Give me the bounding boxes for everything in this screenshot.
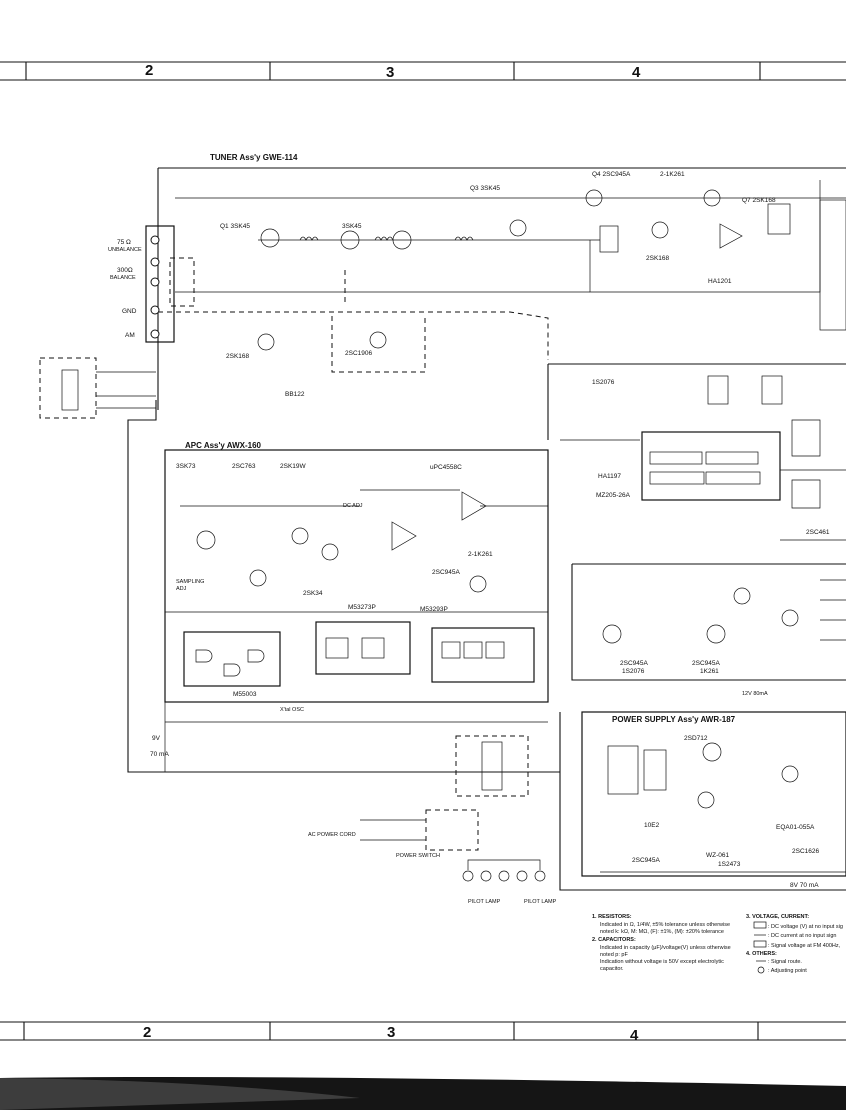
note-3-title: 3. VOLTAGE, CURRENT: <box>746 914 809 920</box>
mid-1k261-label: 1K261 <box>700 668 719 675</box>
ps-2sc945a-label: 2SC945A <box>632 857 660 864</box>
note-4a: : Signal route. <box>768 959 802 965</box>
tuner-d1-label: 2-1K261 <box>660 171 685 178</box>
note-1a: Indicated in Ω, 1/4W, ±5% tolerance unle… <box>600 922 730 928</box>
note-3b: : DC current at no input sign <box>768 933 836 939</box>
supply-9v-label: 9V <box>152 735 161 742</box>
tuner-q1-label: Q1 3SK45 <box>220 223 250 230</box>
antenna-terminal-strip <box>145 225 175 343</box>
apc-block-border <box>164 449 549 703</box>
apc-sampling-label: SAMPLING <box>176 579 204 585</box>
pilot-lamp-2-label: PILOT LAMP <box>524 899 557 905</box>
apc-block: APC Ass'y AWX-160 3SK73 2SC763 2SK19W uP… <box>150 441 549 772</box>
apc-q2-label: 2SC763 <box>232 463 256 470</box>
mid-1s2076-label: 1S2076 <box>622 668 645 675</box>
note-1-title: 1. RESISTORS: <box>592 914 632 920</box>
note-2c: Indication without voltage is 50V except… <box>600 959 724 965</box>
tuner-2sk168-low-label: 2SK168 <box>226 353 250 360</box>
notes-block: 1. RESISTORS: Indicated in Ω, 1/4W, ±5% … <box>592 914 843 974</box>
note-4-title: 4. OTHERS: <box>746 951 777 957</box>
pilot-lamp-1-label: PILOT LAMP <box>468 899 501 905</box>
q-2sc461-label: 2SC461 <box>806 529 830 536</box>
ac-power-cord-label: AC POWER CORD <box>308 832 356 838</box>
apc-q3-label: 2SK19W <box>280 463 307 470</box>
note-3a: : DC voltage (V) at no input sig <box>768 924 843 930</box>
ic-m55003-label: M55003 <box>233 691 257 698</box>
ant-unbal-label: UNBALANCE <box>108 247 142 253</box>
top-grid-border: 2 3 4 <box>0 61 846 81</box>
ps-2sd712-label: 2SD712 <box>684 735 708 742</box>
ant-75-label: 75 Ω <box>117 239 131 246</box>
apc-upc4558c-label: uPC4558C <box>430 464 462 471</box>
note-4b: : Adjusting point <box>768 968 807 974</box>
if-1s2076-label: 1S2076 <box>592 379 615 386</box>
ha1197-ic <box>641 431 781 501</box>
ic-m53293p-label: M53293P <box>420 606 448 613</box>
tuner-q2-label: 3SK45 <box>342 223 362 230</box>
apc-q1-label: 3SK73 <box>176 463 196 470</box>
xtal-osc-label: X'tal OSC <box>280 707 304 713</box>
ant-am-label: AM <box>125 332 135 339</box>
note-2a: Indicated in capacity (μF)/voltage(V) un… <box>600 945 731 951</box>
ps-1s2473-label: 1S2473 <box>718 861 741 868</box>
grid-col-4-bottom: 4 <box>630 1027 639 1044</box>
tuner-block-title: TUNER Ass'y GWE-114 <box>210 153 298 162</box>
power-transformer: AC POWER CORD POWER SWITCH PILOT LAMP PI… <box>308 735 557 905</box>
mz205-label: MZ205-26A <box>596 492 631 499</box>
ps-eqa01-label: EQA01-055A <box>776 824 815 831</box>
ant-gnd-label: GND <box>122 308 137 315</box>
tuner-2sc1906-label: 2SC1906 <box>345 350 372 357</box>
power-supply-block: POWER SUPPLY Ass'y AWR-187 2SD712 10E2 2… <box>559 711 846 891</box>
input-transformer <box>39 357 560 773</box>
grid-col-2-bottom: 2 <box>143 1024 151 1041</box>
scan-shadow <box>0 1077 846 1110</box>
ps-wz061-label: WZ-061 <box>706 852 730 859</box>
tuner-block: TUNER Ass'y GWE-114 75 Ω UNBALANCE 300Ω … <box>108 153 846 410</box>
power-switch-label: POWER SWITCH <box>396 853 440 859</box>
mid-2sc945a-label: 2SC945A <box>620 660 648 667</box>
ant-bal-label: BALANCE <box>110 275 136 281</box>
power-supply-title: POWER SUPPLY Ass'y AWR-187 <box>612 715 736 724</box>
if-detector-section: 1S2076 HA1197 MZ205-26A 2SC461 <box>547 363 846 541</box>
tuner-q3-label: Q3 3SK45 <box>470 185 500 192</box>
mid-2sc945a-b-label: 2SC945A <box>692 660 720 667</box>
ant-300-label: 300Ω <box>117 267 133 274</box>
ic-m53293p <box>431 627 535 683</box>
power-supply-border <box>581 711 846 877</box>
ic-m55003 <box>183 631 281 687</box>
ha1197-label: HA1197 <box>598 473 621 480</box>
tuner-q4-label: Q4 2SC945A <box>592 171 631 178</box>
ic-m53273p-label: M53273P <box>348 604 376 611</box>
note-2d: capacitor. <box>600 966 624 972</box>
note-3c: : Signal voltage at FM 400Hz, <box>768 943 841 949</box>
ps-10e2-label: 10E2 <box>644 822 660 829</box>
grid-col-2-top: 2 <box>145 62 153 79</box>
apc-2sk34-label: 2SK34 <box>303 590 323 597</box>
ic-m53273p <box>315 621 411 675</box>
apc-2sc945a-label: 2SC945A <box>432 569 460 576</box>
supply-70ma-label: 70 mA <box>150 751 169 758</box>
apc-block-title: APC Ass'y AWX-160 <box>185 441 262 450</box>
apc-adj-label: ADJ <box>176 586 187 592</box>
bottom-grid-border: 2 3 4 <box>0 1021 846 1044</box>
note-1b: noted k: kΩ, M: MΩ, (F): ±1%, (M): ±20% … <box>600 929 724 935</box>
ps-2sc1626-label: 2SC1626 <box>792 848 819 855</box>
note-2-title: 2. CAPACITORS: <box>592 937 636 943</box>
middle-transistor-section: 2SC945A 1S2076 2SC945A 1K261 12V 80mA <box>571 563 846 697</box>
tuner-q7-label: Q7 2SK168 <box>742 197 776 204</box>
supply-12v-label: 12V 80mA <box>742 691 768 697</box>
grid-col-4-top: 4 <box>632 64 641 81</box>
tuner-q5-label: 2SK168 <box>646 255 670 262</box>
grid-col-3-top: 3 <box>386 64 394 81</box>
note-2b: noted p: pF <box>600 952 628 958</box>
supply-8v-label: 8V 70 mA <box>790 882 819 889</box>
tuner-ha1201-label: HA1201 <box>708 278 732 285</box>
tuner-bb122-label: BB122 <box>285 391 305 398</box>
apc-1k261-label: 2-1K261 <box>468 551 493 558</box>
grid-col-3-bottom: 3 <box>387 1024 395 1041</box>
